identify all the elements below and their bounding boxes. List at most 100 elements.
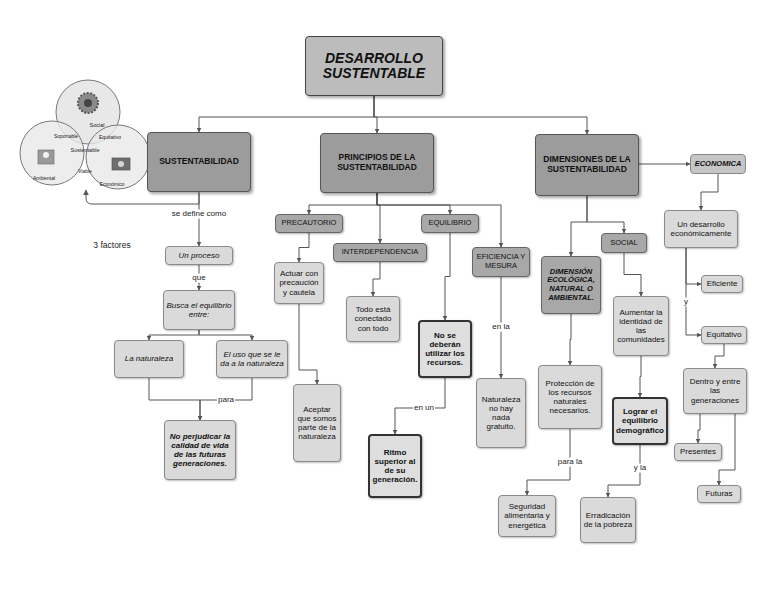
dimension-box: SOCIAL — [601, 233, 647, 253]
concept-box: Dentro y entre las generaciones — [683, 368, 747, 414]
connector-arrow — [640, 356, 641, 397]
concept-box: Erradicación de la pobreza — [580, 497, 636, 543]
node-text: DIMENSIÓN ECOLÓGICA, NATURAL O AMBIENTAL… — [544, 268, 598, 303]
concept-box: No se deberán utilizar los recursos. — [418, 320, 472, 378]
leader-label: 3 factores — [93, 241, 130, 250]
main-concept-box: DIMENSIONES DE LA SUSTENTABILIDAD — [535, 134, 639, 196]
connector-arrow — [395, 378, 445, 434]
node-text: Eficiente — [707, 279, 738, 288]
concept-box: No perjudicar la calidad de vida de las … — [164, 420, 236, 480]
node-text: PRECAUTORIO — [282, 219, 337, 228]
venn-label: Social — [90, 123, 105, 129]
node-text: Presentes — [680, 447, 716, 456]
connector-arrow — [445, 233, 450, 320]
concept-box: Eficiente — [701, 275, 743, 293]
connector-arrow — [570, 314, 571, 365]
connector-arrow — [299, 233, 309, 262]
concept-box: Todo está conectado con todo — [346, 296, 400, 342]
concept-box: Aceptar que somos parte de la naturaleza — [293, 384, 341, 462]
node-text: Busca el equilibrio entre: — [166, 301, 232, 319]
node-text: Un proceso — [179, 251, 220, 260]
connector-arrow — [200, 378, 252, 420]
main-concept-box: SUSTENTABILIDAD — [147, 132, 251, 192]
node-text: Dentro y entre las generaciones — [686, 377, 744, 405]
node-text: Seguridad alimentaria y energética — [501, 502, 553, 530]
node-text: Actuar con precaución y cautela — [277, 269, 321, 297]
connector-arrow — [299, 304, 317, 384]
venn-label: Viable — [78, 169, 92, 174]
venn-label: Económico — [100, 182, 125, 187]
node-text: SOCIAL — [610, 239, 638, 248]
concept-box: La naturaleza — [114, 340, 184, 378]
concept-box: Un proceso — [165, 246, 233, 265]
node-text: La naturaleza — [125, 354, 173, 363]
connector-arrow — [149, 378, 200, 420]
connector-label: para la — [557, 458, 583, 467]
node-text: Equitativo — [706, 330, 741, 339]
concept-box: Actuar con precaución y cautela — [274, 262, 324, 304]
flower-picture — [78, 93, 98, 113]
node-text: EQUILIBRIO — [429, 219, 472, 228]
node-text: Aumentar la identidad de las comunidades — [616, 308, 666, 345]
concept-box: Presentes — [674, 443, 722, 461]
connector-arrow — [374, 96, 587, 134]
node-text: Naturaleza no hay nada gratuito. — [479, 395, 523, 432]
node-text: No perjudicar la calidad de vida de las … — [167, 432, 233, 469]
principle-box: EQUILIBRIO — [421, 214, 479, 233]
money-picture — [118, 161, 124, 167]
node-text: DESARROLLO SUSTENTABLE — [308, 51, 440, 82]
venn-label: Ambiental — [33, 176, 55, 181]
node-text: Erradicación de la pobreza — [583, 511, 633, 529]
node-text: INTERDEPENDENCIA — [342, 248, 419, 257]
principle-box: INTERDEPENDENCIA — [333, 243, 427, 262]
concept-box: Futuras — [697, 485, 741, 503]
connector-arrow — [686, 248, 701, 335]
node-text: SUSTENTABILIDAD — [159, 157, 239, 167]
connector-label: para — [217, 396, 235, 405]
concept-box: Aumentar la identidad de las comunidades — [613, 296, 669, 356]
dimension-box: DIMENSIÓN ECOLÓGICA, NATURAL O AMBIENTAL… — [541, 256, 601, 314]
main-concept-box: PRINCIPIOS DE LA SUSTENTABILIDAD — [320, 133, 434, 193]
connector-label: y la — [633, 464, 647, 473]
connector-label: y — [683, 298, 689, 307]
connector-label: que — [191, 274, 206, 283]
venn-label: Soportable — [54, 134, 78, 139]
venn-circle — [86, 125, 150, 189]
concept-box: Busca el equilibrio entre: — [163, 290, 235, 330]
title-box: DESARROLLO SUSTENTABLE — [305, 36, 443, 96]
connector-arrow — [309, 193, 377, 214]
flower-picture — [84, 99, 92, 107]
concept-box: Ritmo superior al de su generación. — [368, 434, 422, 498]
connector-arrow — [199, 96, 374, 132]
node-text: PRINCIPIOS DE LA SUSTENTABILIDAD — [323, 153, 431, 173]
concept-box: Equitativo — [701, 326, 747, 344]
dimension-box: ECONOMICA — [690, 154, 746, 174]
connector-label: en un — [413, 404, 435, 413]
connector-label: en la — [491, 323, 510, 332]
connector-arrow — [587, 196, 624, 233]
money-picture — [112, 158, 130, 170]
node-text: EFICIENCIA Y MESURA — [475, 253, 527, 270]
principle-box: EFICIENCIA Y MESURA — [472, 247, 530, 277]
node-text: Protección de los recursos naturales nec… — [541, 379, 599, 416]
node-text: El uso que se le da a la naturaleza — [219, 350, 285, 368]
connector-arrow — [624, 253, 641, 296]
node-text: Lograr el equilibrio demográfico — [616, 407, 664, 435]
concept-box: Lograr el equilibrio demográfico — [612, 397, 668, 445]
principle-box: PRECAUTORIO — [275, 214, 343, 233]
connector-arrow — [199, 330, 252, 340]
people-picture — [43, 152, 49, 158]
venn-label: Equitativo — [99, 135, 121, 140]
connector-arrow — [377, 193, 450, 214]
node-text: Un desarrollo económicamente — [667, 220, 735, 238]
concept-box: Naturaleza no hay nada gratuito. — [476, 378, 526, 448]
node-text: ECONOMICA — [695, 160, 742, 169]
node-text: Futuras — [705, 489, 732, 498]
node-text: DIMENSIONES DE LA SUSTENTABILIDAD — [538, 155, 636, 175]
node-text: Aceptar que somos parte de la naturaleza — [296, 405, 338, 442]
connector-arrow — [373, 262, 380, 296]
connector-arrow — [377, 193, 501, 247]
concept-box: Protección de los recursos naturales nec… — [538, 365, 602, 429]
node-text: No se deberán utilizar los recursos. — [422, 331, 468, 368]
